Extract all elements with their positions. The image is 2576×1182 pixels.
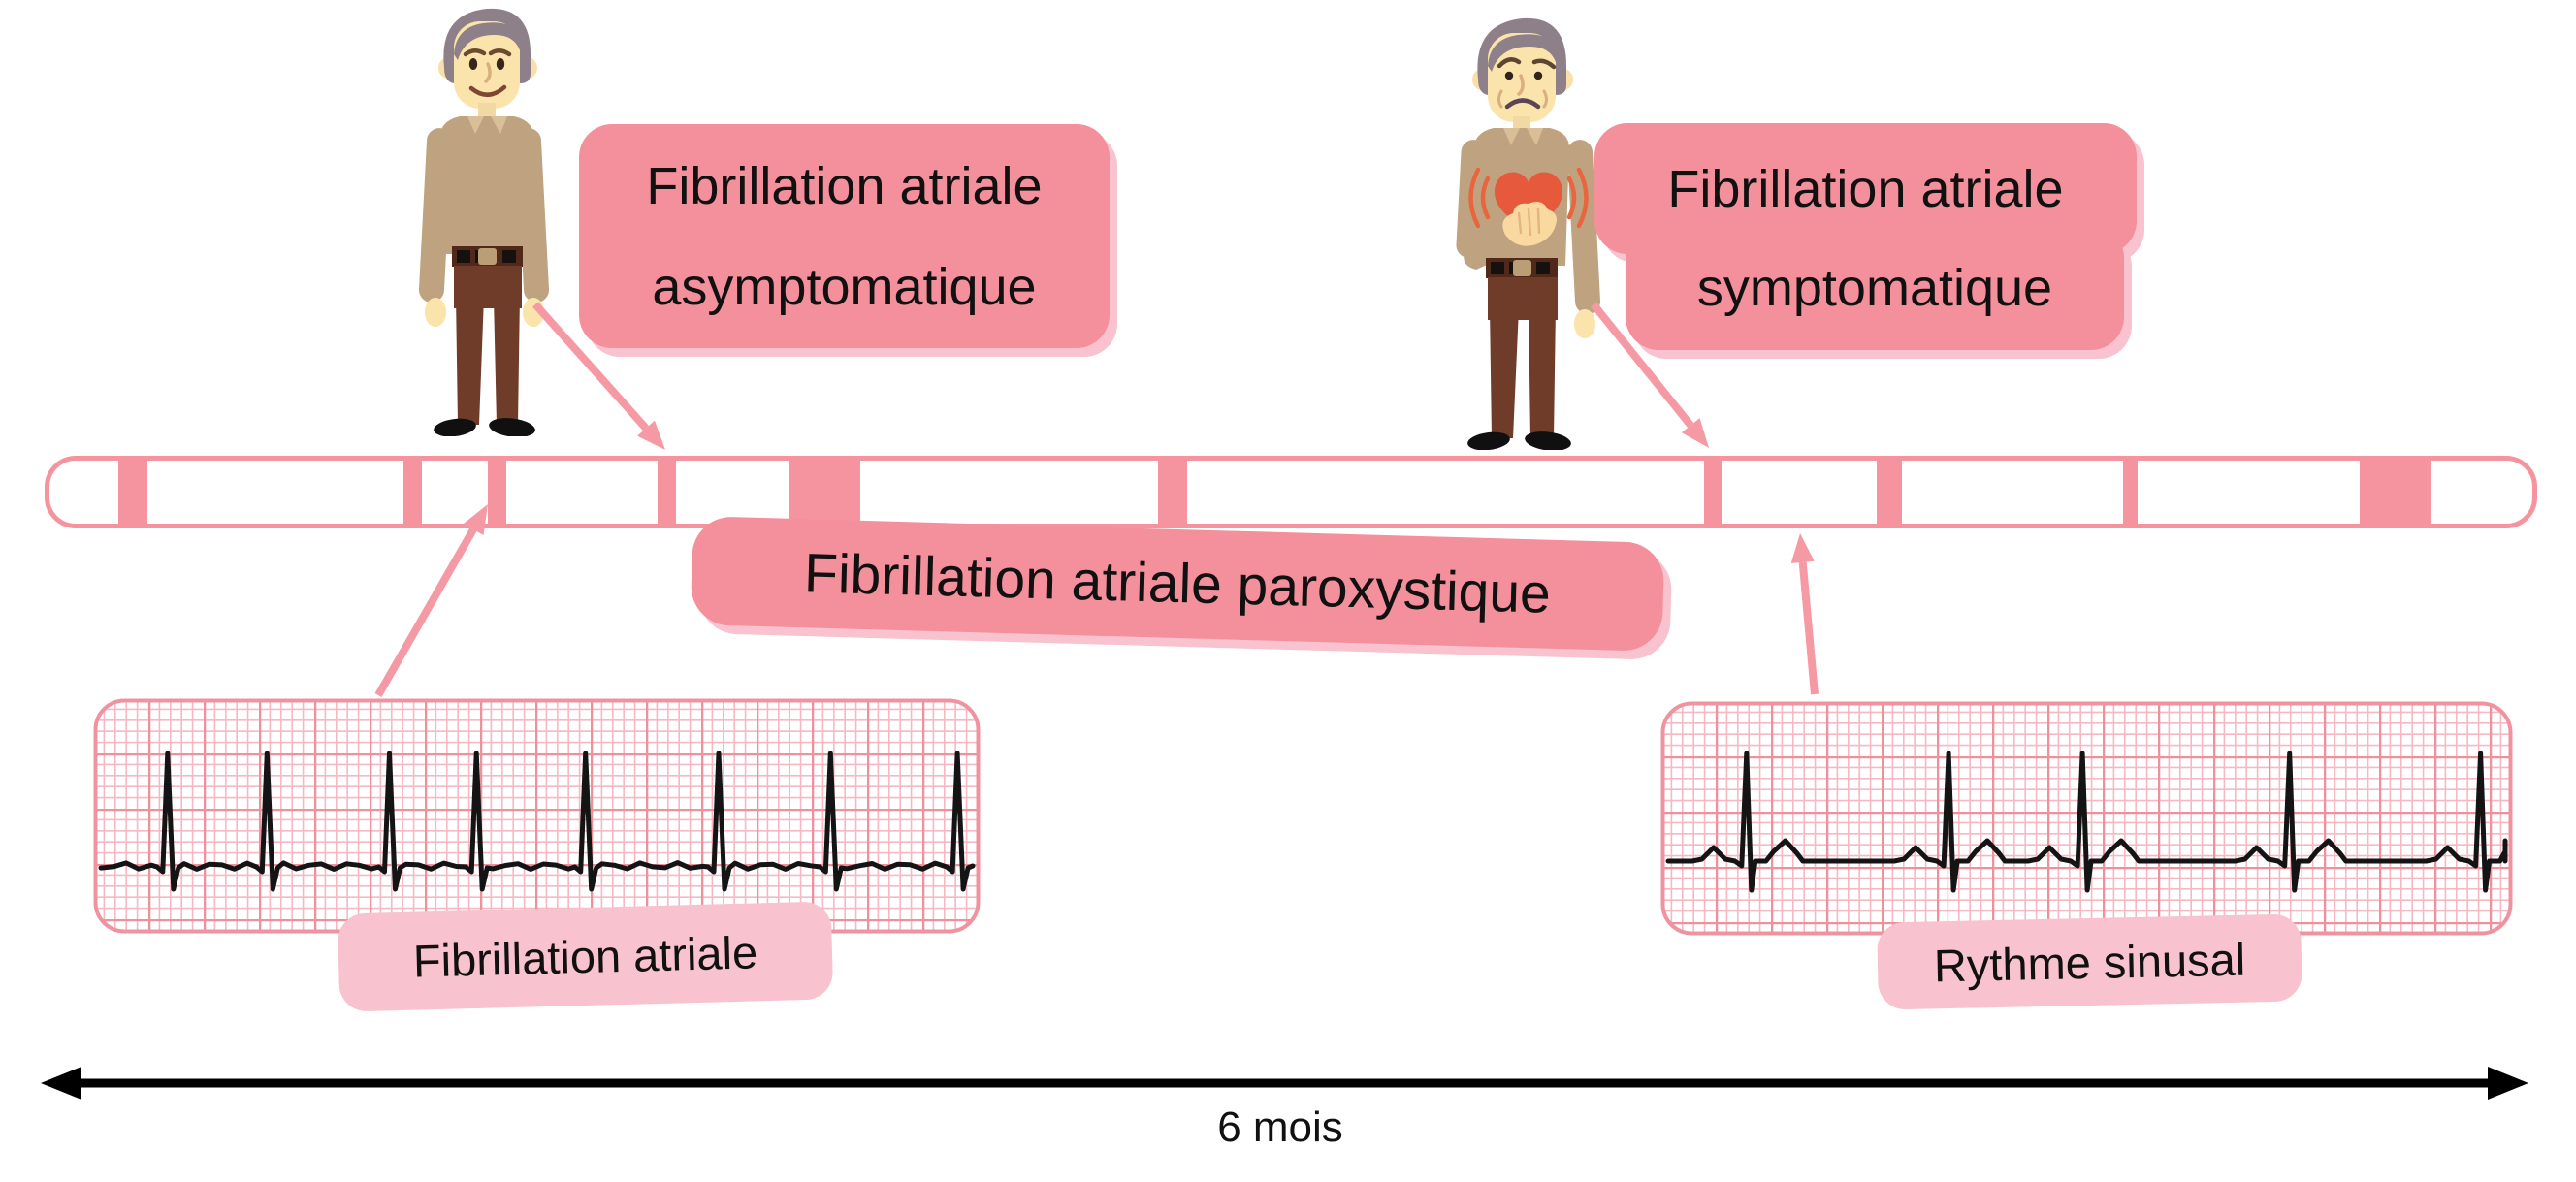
ecg-sinus-label-text: Rythme sinusal bbox=[1933, 933, 2246, 991]
duration-label: 6 mois bbox=[1159, 1103, 1401, 1152]
af-episode-stripe bbox=[403, 461, 422, 524]
eye-icon bbox=[1504, 71, 1514, 80]
vibration-arc-icon bbox=[1566, 176, 1577, 220]
af-episode-stripe bbox=[118, 461, 147, 524]
ecg-strip-sinus bbox=[1660, 701, 2513, 936]
hair-fringe-icon bbox=[454, 22, 520, 60]
asymptomatic-label-line2: asymptomatique bbox=[652, 257, 1037, 316]
arrow-six-months-head bbox=[41, 1067, 81, 1100]
shoe-icon bbox=[489, 418, 535, 436]
asymptomatic-label-line1: Fibrillation atriale bbox=[646, 156, 1043, 215]
arrow-symptomatic-to-episode-head bbox=[1681, 418, 1709, 448]
af-episode-stripe bbox=[789, 461, 860, 524]
symptomatic-label-line1: Fibrillation atriale bbox=[1667, 159, 2064, 218]
finger-lines-icon bbox=[1517, 208, 1541, 237]
ecg-af-trace bbox=[98, 751, 976, 892]
timeline-bar bbox=[45, 456, 2537, 528]
shirt-icon bbox=[440, 116, 533, 254]
af-episode-stripe bbox=[1158, 461, 1187, 524]
collar-icon bbox=[1503, 128, 1520, 145]
vibration-arc-icon bbox=[1480, 176, 1491, 220]
collar-icon bbox=[1527, 128, 1543, 145]
smile-icon bbox=[468, 84, 507, 97]
ecg-sinus-label: Rythme sinusal bbox=[1877, 913, 2302, 1010]
ecg-paper bbox=[93, 698, 981, 934]
af-episode-stripe bbox=[658, 461, 676, 524]
symptomatic-label-group: Fibrillation atriale symptomatique bbox=[1594, 123, 2137, 350]
eyebrow-icon bbox=[488, 48, 512, 57]
belt-stud-icon bbox=[457, 250, 470, 263]
hair-fringe-icon bbox=[1488, 34, 1556, 72]
frown-icon bbox=[1504, 98, 1541, 110]
nose-icon bbox=[484, 62, 492, 83]
collar-icon bbox=[491, 116, 507, 134]
collar-icon bbox=[467, 116, 484, 134]
ecg-sinus-trace bbox=[1665, 751, 2508, 893]
asymptomatic-label: Fibrillation atriale asymptomatique bbox=[579, 124, 1110, 348]
arrow-ecg-sinus-to-segment-head bbox=[1790, 533, 1815, 563]
belt-stud-icon bbox=[1536, 262, 1550, 274]
shoe-icon bbox=[434, 418, 476, 436]
paroxysmal-label-group: Fibrillation atriale paroxystique bbox=[690, 516, 1665, 652]
leg-icon bbox=[456, 295, 484, 425]
belt-buckle-icon bbox=[478, 248, 497, 265]
arm-icon bbox=[1566, 140, 1601, 314]
ecg-strip-af bbox=[93, 698, 981, 934]
asymptomatic-label-group: Fibrillation atriale asymptomatique bbox=[579, 124, 1110, 348]
worried-eyebrow-icon bbox=[1531, 58, 1557, 70]
af-episode-stripe bbox=[2360, 461, 2431, 524]
belt-stud-icon bbox=[502, 250, 516, 263]
symptomatic-man-figure bbox=[1456, 17, 1601, 450]
wrinkle-icon bbox=[1497, 89, 1548, 109]
shoe-icon bbox=[1525, 431, 1571, 450]
af-episode-stripe bbox=[488, 461, 506, 524]
duration-text: 6 mois bbox=[1217, 1103, 1343, 1151]
leg-icon bbox=[1529, 306, 1556, 438]
hand-icon bbox=[523, 298, 544, 327]
symptomatic-label-line2: symptomatique bbox=[1696, 258, 2053, 317]
af-episode-stripe bbox=[1877, 461, 1902, 524]
belt-stud-icon bbox=[1491, 262, 1504, 274]
ecg-af-label: Fibrillation atriale bbox=[337, 901, 834, 1012]
arrow-asymptomatic-to-episode-head bbox=[637, 420, 665, 450]
eyebrow-icon bbox=[463, 48, 487, 57]
arrow-ecg-af-to-episode-line bbox=[374, 527, 477, 697]
eye-icon bbox=[496, 58, 505, 70]
vibration-arc-icon bbox=[1468, 167, 1481, 229]
neck-icon bbox=[478, 103, 496, 119]
ecg-af-label-text: Fibrillation atriale bbox=[412, 926, 758, 987]
hand-icon bbox=[1574, 309, 1595, 338]
paroxysmal-label: Fibrillation atriale paroxystique bbox=[690, 516, 1665, 652]
forearm-icon bbox=[1464, 231, 1518, 270]
arrow-ecg-sinus-to-segment-line bbox=[1798, 561, 1819, 695]
leg-icon bbox=[494, 295, 520, 425]
belt-buckle-icon bbox=[1513, 260, 1531, 276]
eye-icon bbox=[468, 58, 478, 70]
symptomatic-label-line2-box: symptomatique bbox=[1626, 225, 2124, 350]
paroxysmal-label-text: Fibrillation atriale paroxystique bbox=[803, 542, 1552, 625]
asymptomatic-man-figure bbox=[418, 8, 550, 436]
vibration-arc-icon bbox=[1576, 167, 1589, 229]
worried-eyebrow-icon bbox=[1497, 57, 1522, 69]
nose-icon bbox=[1517, 74, 1525, 96]
arrow-six-months-head bbox=[2488, 1067, 2528, 1100]
af-episode-stripe bbox=[2123, 461, 2138, 524]
leg-icon bbox=[1490, 306, 1519, 438]
hand-icon bbox=[425, 298, 446, 327]
af-episode-stripe bbox=[1704, 461, 1722, 524]
shoe-icon bbox=[1467, 431, 1510, 450]
eye-icon bbox=[1533, 71, 1543, 80]
